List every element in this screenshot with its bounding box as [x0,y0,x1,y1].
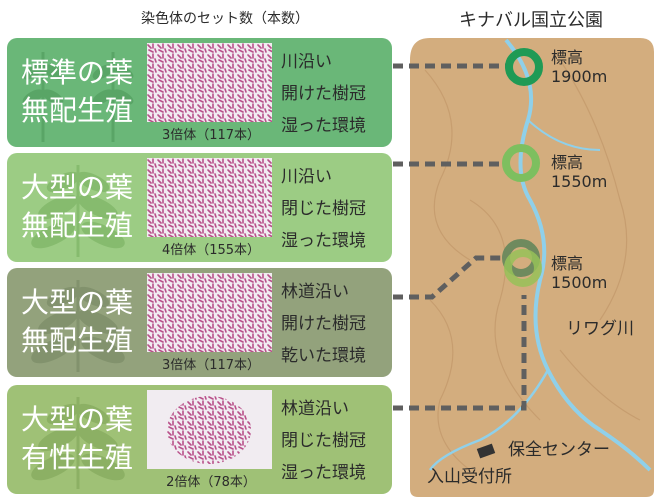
habitat-features: 川沿い開けた樹冠湿った環境 [281,52,366,136]
fern-icon [31,280,125,372]
ploidy-caption: 2倍体（78本） [166,475,256,490]
fern-icon [22,52,134,142]
river [504,38,652,472]
habitat-features: 林道沿い閉じた樹冠湿った環境 [281,399,366,483]
river-branch-2 [527,119,601,151]
chromosome-photo [147,390,272,469]
chromosome-photo [147,273,272,352]
connector-4 [393,295,527,411]
card-large-apomixis-1: 大型の葉無配生殖 4倍体（155本） 川沿い閉じた樹冠湿った環境 [7,153,392,262]
site-ring-1500-b [504,249,542,287]
site-ring-1900 [505,48,543,86]
river-branch [428,369,550,471]
fern-icon [31,397,125,489]
ploidy-caption: 3倍体（117本） [161,358,261,373]
conservation-center-marker [476,443,496,459]
chromosome-photo [147,158,272,237]
habitat-features: 林道沿い開けた樹冠乾いた環境 [281,282,366,366]
ploidy-caption: 4倍体（155本） [161,243,261,258]
card-title: 標準の葉無配生殖 [21,56,134,127]
fern-icon [31,165,125,257]
site-ring-1550 [502,144,540,182]
card-title: 大型の葉無配生殖 [21,286,134,357]
conservation-center-label: 保全センター [508,440,610,460]
card-large-sexual: 大型の葉有性生殖 2倍体（78本） 林道沿い閉じた樹冠湿った環境 [7,385,392,494]
river-label: リワグ川 [566,319,634,339]
ploidy-caption: 3倍体（117本） [161,128,261,143]
card-title: 大型の葉有性生殖 [21,403,134,474]
entrance-label: 入山受付所 [427,467,512,487]
connector-lines [393,63,527,411]
park-title: キナバル国立公園 [459,10,603,31]
card-title: 大型の葉無配生殖 [21,171,134,242]
card-large-apomixis-2: 大型の葉無配生殖 3倍体（117本） 林道沿い開けた樹冠乾いた環境 [7,268,392,377]
chromosome-photo [147,43,272,122]
contour-lines [424,59,641,471]
connector-3 [393,255,508,300]
card-standard-apomixis: 標準の葉無配生殖 3倍体（117本） 川沿い開けた樹冠湿った環境 [7,38,392,147]
habitat-features: 川沿い閉じた樹冠湿った環境 [281,167,366,251]
chromosome-header: 染色体のセット数（本数） [141,11,309,27]
